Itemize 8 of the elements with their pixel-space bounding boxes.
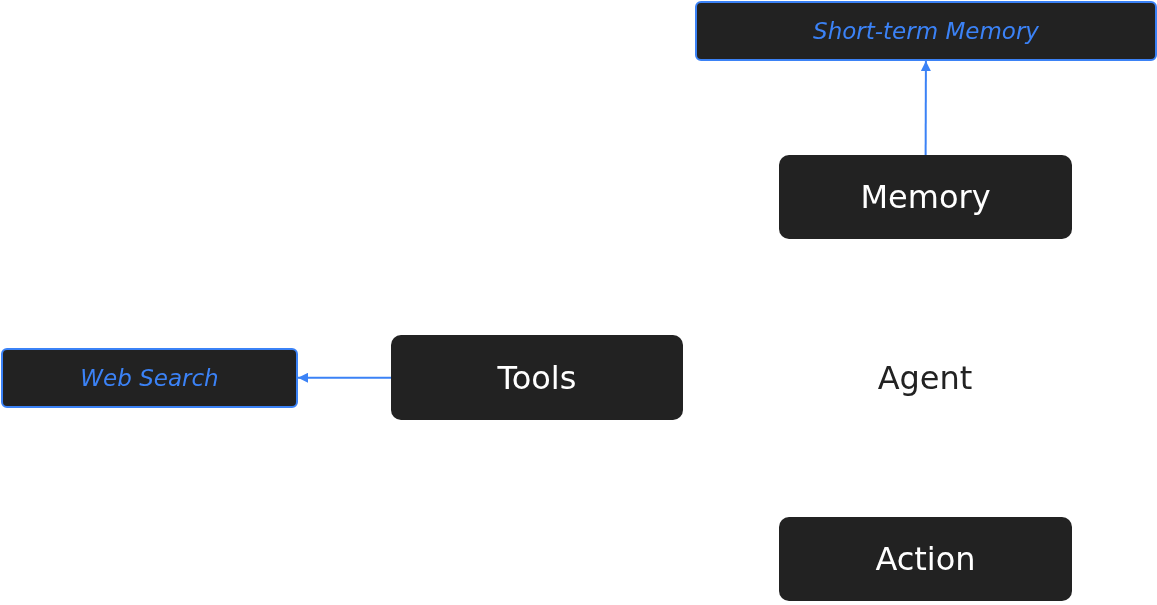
sub-box: Web Search — [1, 348, 298, 408]
sub-box: Short-term Memory — [695, 1, 1157, 61]
process-box: Memory — [779, 155, 1072, 239]
process-box: Tools — [391, 335, 683, 420]
arrow — [920, 60, 931, 156]
agent-label: Agent — [877, 359, 973, 397]
arrow — [297, 372, 392, 383]
process-box: Action — [779, 517, 1072, 601]
